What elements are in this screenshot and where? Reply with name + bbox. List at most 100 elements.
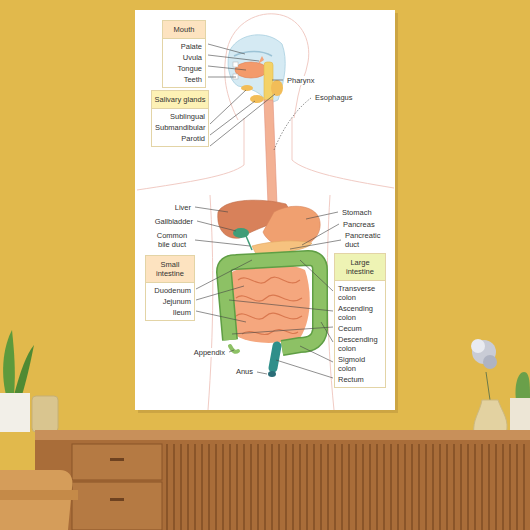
- leader-line: [300, 260, 333, 291]
- glass-jar: [32, 396, 58, 432]
- leader-line: [229, 350, 234, 352]
- part-name: Sigmoid colon: [338, 355, 382, 373]
- group-heading: Salivary glands: [152, 91, 208, 109]
- leader-line: [210, 94, 275, 146]
- tongue: [235, 62, 267, 78]
- leader-line: [208, 55, 259, 61]
- organ-group-box: MouthPalateUvulaTongueTeeth: [162, 20, 206, 88]
- large-intestine: [224, 258, 320, 348]
- leader-line: [232, 327, 333, 334]
- leader-line: [229, 300, 333, 311]
- part-name: Ascending colon: [338, 304, 382, 322]
- group-body: PalateUvulaTongueTeeth: [163, 39, 205, 87]
- poster: [135, 10, 395, 410]
- part-name: Tongue: [166, 64, 202, 73]
- organ-label: Appendix: [193, 348, 226, 357]
- coil: [236, 313, 302, 319]
- palate: [234, 52, 272, 57]
- drawer-knob: [110, 458, 124, 461]
- part-name: Ileum: [149, 308, 191, 317]
- organ-label: Liver: [174, 203, 192, 212]
- leader-line: [276, 360, 333, 378]
- plant-leaf: [3, 330, 15, 395]
- leader-line: [321, 322, 333, 342]
- cactus: [515, 372, 530, 400]
- pharynx: [264, 62, 273, 102]
- group-body: SublingualSubmandibularParotid: [152, 109, 208, 146]
- cactus-pot: [510, 398, 530, 432]
- part-name: Palate: [166, 42, 202, 51]
- leader-line: [306, 212, 338, 219]
- group-body: Transverse colonAscending colonCecumDesc…: [335, 281, 385, 387]
- drawer: [72, 482, 162, 530]
- body-outline: [137, 14, 394, 410]
- coil: [236, 295, 302, 301]
- sideboard-top: [35, 430, 530, 440]
- part-name: Transverse colon: [338, 284, 382, 302]
- part-name: Sublingual: [155, 112, 205, 121]
- leader-line: [302, 224, 339, 245]
- leader-line: [208, 66, 246, 70]
- sideboard-body: [35, 440, 530, 530]
- leader-line: [195, 207, 228, 212]
- organ-label: Anus: [235, 367, 254, 376]
- appendix: [230, 346, 238, 352]
- leader-line: [195, 240, 250, 246]
- chair-seat: [0, 490, 78, 500]
- leader-line: [196, 286, 244, 300]
- group-heading: Small intestine: [146, 256, 194, 283]
- rectum: [273, 346, 277, 368]
- flower: [483, 355, 497, 369]
- sublingual-gland: [241, 85, 253, 91]
- organ-label: Pancreas: [342, 220, 376, 229]
- leader-line: [290, 240, 341, 249]
- organ-group-box: Salivary glandsSublingualSubmandibularPa…: [151, 90, 209, 147]
- organ-group-box: Small intestineDuodenumJejunumIleum: [145, 255, 195, 321]
- part-name: Cecum: [338, 324, 382, 333]
- part-name: Teeth: [166, 75, 202, 84]
- leader-line: [210, 90, 246, 124]
- plant-leaf: [14, 345, 34, 395]
- organ-label: Esophagus: [314, 93, 354, 102]
- esophagus: [264, 100, 277, 205]
- plant-pot: [0, 393, 30, 432]
- left-torso: [208, 195, 213, 410]
- leader-line: [272, 80, 283, 81]
- organ-label: Gallbladder: [154, 217, 194, 226]
- part-name: Uvula: [166, 53, 202, 62]
- bile-duct: [246, 236, 252, 250]
- parotid-gland: [271, 80, 283, 96]
- right-shoulder: [292, 118, 394, 188]
- large-intestine-outline: [224, 258, 320, 348]
- part-name: Jejunum: [149, 297, 191, 306]
- leader-line: [208, 77, 236, 78]
- flower: [471, 339, 485, 353]
- group-body: DuodenumJejunumIleum: [146, 283, 194, 320]
- group-heading: Mouth: [163, 21, 205, 39]
- leader-line: [208, 44, 245, 54]
- submandibular-gland: [250, 95, 264, 103]
- leader-line: [274, 98, 311, 150]
- organ-label: Stomach: [341, 208, 373, 217]
- organ-label: Pancreatic duct: [344, 231, 386, 249]
- organ-label: Pharynx: [286, 76, 316, 85]
- coil: [238, 277, 300, 283]
- part-name: Rectum: [338, 375, 382, 384]
- part-name: Parotid: [155, 134, 205, 143]
- leader-line: [210, 101, 255, 135]
- leader-line: [257, 372, 267, 374]
- intestine-coils: [236, 277, 302, 334]
- group-heading: Large intestine: [335, 254, 385, 281]
- part-name: Submandibular: [155, 123, 205, 132]
- flower-stem: [486, 372, 490, 400]
- leader-line: [196, 311, 246, 322]
- anus: [268, 371, 276, 377]
- part-name: Descending colon: [338, 335, 382, 353]
- organ-label: Common bile duct: [152, 231, 192, 249]
- leader-line: [300, 346, 333, 362]
